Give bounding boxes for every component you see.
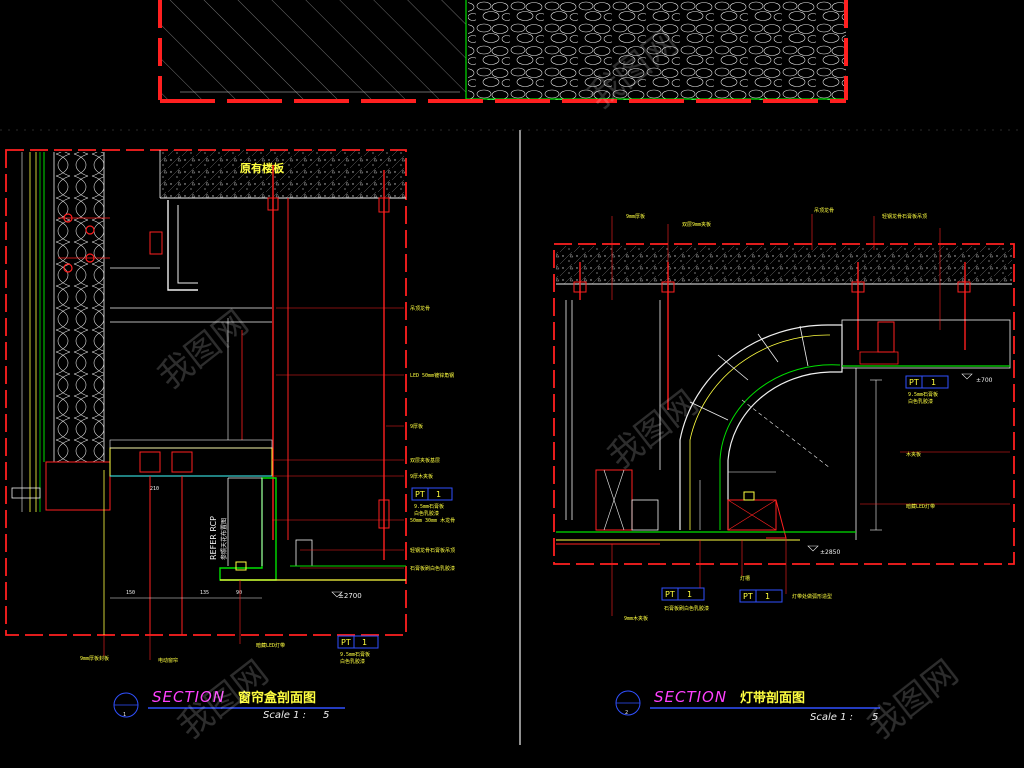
dim-210: 210 xyxy=(150,486,159,492)
right-note-0: 9mm厚板 xyxy=(626,213,645,220)
right-note-4: 木夹板 xyxy=(906,451,921,458)
right-section-title: SECTION xyxy=(654,688,727,706)
right-pt-tag-bottom-a: PT 1 xyxy=(661,587,705,601)
left-note-6: 轻钢龙骨石膏板吊顶 xyxy=(410,547,455,554)
right-pt-bottom-b-number: 1 xyxy=(765,592,770,601)
left-slab xyxy=(160,150,406,198)
right-bottom-note-0: 9mm木夹板 xyxy=(624,615,648,622)
refer-rcp-label: REFER RCP xyxy=(209,516,218,560)
watermark-text-1: 我图网 xyxy=(151,303,256,397)
left-pt-bottom-label: PT xyxy=(341,638,351,647)
right-pt-tag-bottom-b: PT 1 xyxy=(739,589,783,603)
dim-150: 150 xyxy=(126,590,135,596)
left-note-1: LED 50mm镀锌角钢 xyxy=(410,372,454,379)
right-note-5: 暗藏LED灯带 xyxy=(906,503,935,510)
top-detail xyxy=(158,0,848,103)
right-notes: 9mm厚板 吊顶龙骨 双层9mm夹板 轻钢龙骨石膏板吊顶 木夹板 暗藏LED灯带 xyxy=(611,207,1010,510)
right-note-1: 吊顶龙骨 xyxy=(814,207,834,214)
left-slab-label: 原有楼板 xyxy=(240,161,285,175)
left-scale-text: Scale 1 : xyxy=(263,710,306,721)
right-pt-number: 1 xyxy=(931,378,936,387)
left-scale-value: 5 xyxy=(323,710,329,721)
right-elevation-top: ±700 xyxy=(976,377,993,384)
left-note-3: 双层夹板基层 xyxy=(410,457,440,464)
left-notes: 吊顶龙骨 LED 50mm镀锌角钢 9厚板 双层夹板基层 9厚木夹板 50mm … xyxy=(272,305,455,572)
left-bottom-note-1: 电动窗帘 xyxy=(158,657,178,664)
left-pt-note-1: 9.5mm石膏板 xyxy=(414,503,444,510)
left-note-5: 50mm 30mm 木龙骨 xyxy=(410,517,455,524)
watermark-text-5: 我图网 xyxy=(861,653,966,747)
left-pt-tag: PT 1 9.5mm石膏板 白色乳胶漆 xyxy=(411,487,453,517)
dim-90: 90 xyxy=(236,590,242,596)
right-elevation-bottom: ±2850 xyxy=(820,549,840,556)
left-elevation: ±2700 xyxy=(338,592,362,600)
left-note-0: 吊顶龙骨 xyxy=(410,305,430,312)
left-note-7: 石膏板刷白色乳胶漆 xyxy=(410,565,455,572)
right-note-3: 轻钢龙骨石膏板吊顶 xyxy=(882,213,927,220)
left-section-number: 1 xyxy=(123,712,126,718)
left-pt-bottom-note-2: 白色乳胶漆 xyxy=(340,658,365,665)
left-note-4: 9厚木夹板 xyxy=(410,473,433,480)
right-bottom-note-1: 石膏板刷白色乳胶漆 xyxy=(664,605,709,612)
left-bottom-note-2: 9mm厚板封板 xyxy=(80,655,109,662)
left-pt-label: PT xyxy=(415,490,425,499)
dim-135: 135 xyxy=(200,590,209,596)
right-scale-value: 5 xyxy=(872,712,878,723)
right-scale-text: Scale 1 : xyxy=(810,712,853,723)
right-section-title-cn: 灯带剖面图 xyxy=(740,690,805,706)
left-pt-number: 1 xyxy=(436,490,441,499)
right-pt-bottom-b-label: PT xyxy=(743,592,753,601)
left-note-2: 9厚板 xyxy=(410,423,423,430)
left-pt-tag-bottom: PT 1 9.5mm石膏板 白色乳胶漆 xyxy=(337,635,379,665)
right-pt-bottom-a-number: 1 xyxy=(687,590,692,599)
right-bottom-note-2: 灯带处做弧形造型 xyxy=(792,593,832,600)
top-stone-pattern xyxy=(468,0,846,100)
left-pt-note-2: 白色乳胶漆 xyxy=(414,510,439,517)
insulation-column xyxy=(54,152,104,462)
right-section-number: 2 xyxy=(625,710,628,716)
right-pt-tag: PT 1 9.5mm石膏板 白色乳胶漆 xyxy=(905,375,949,405)
right-slab xyxy=(556,246,1012,284)
left-section-title: SECTION xyxy=(152,688,225,706)
right-pt-bottom-a-label: PT xyxy=(665,590,675,599)
left-section-detail: 原有楼板 xyxy=(5,149,455,721)
right-note-2: 双层9mm夹板 xyxy=(682,221,711,228)
top-glass-hatch xyxy=(160,0,466,100)
left-section-title-cn: 窗帘盒剖面图 xyxy=(238,690,316,706)
right-pt-label: PT xyxy=(909,378,919,387)
right-bottom-note-3: 灯槽 xyxy=(740,575,750,582)
left-pt-bottom-note-1: 9.5mm石膏板 xyxy=(340,651,370,658)
left-bottom-note-0: 暗藏LED灯带 xyxy=(256,642,285,649)
left-pt-bottom-number: 1 xyxy=(362,638,367,647)
right-pt-note-2: 白色乳胶漆 xyxy=(908,398,933,405)
right-section-detail: ±700 ±2850 9mm厚板 吊顶龙骨 双层9mm夹板 轻钢龙骨石膏板吊顶 … xyxy=(553,207,1015,723)
right-pt-note-1: 9.5mm石膏板 xyxy=(908,391,938,398)
refer-rcp-sub: 参照天花布置图 xyxy=(220,518,228,560)
arc-cove xyxy=(679,324,843,530)
